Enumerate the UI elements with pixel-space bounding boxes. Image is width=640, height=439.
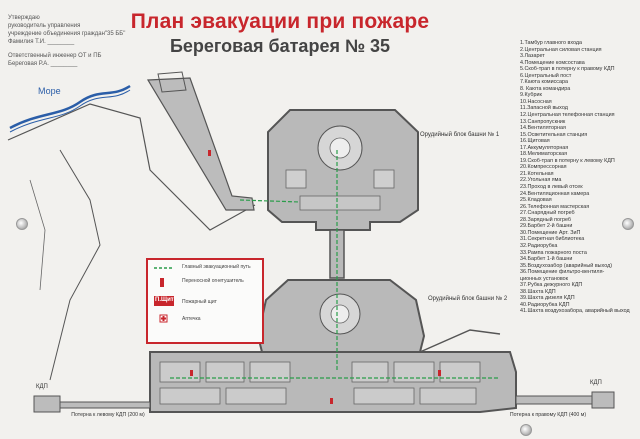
approval-header: Утверждаю руководитель управления учрежд… (8, 14, 125, 68)
legend-item: 30.Помещение Арт. ЗиП (520, 229, 581, 236)
legend-item: 24.Вентиляционная камера (520, 190, 590, 197)
legend-item: 17.Аккумуляторная (520, 144, 569, 151)
legend-item: 15.Осветительная станция (520, 131, 588, 138)
legend-item: 16.Щитовая (520, 138, 550, 145)
block-2-label: Орудийный блок башни № 2 (428, 296, 508, 302)
header-line: Фамилия Т.И. ________ (8, 39, 75, 45)
tunnel-left-label: Потерна к левому КДП (200 м) (71, 412, 145, 418)
header-line: Береговая Р.А. ________ (8, 61, 78, 67)
legend-item: 10.Насосная (520, 98, 552, 105)
legend-item: 22.Угольная яма (520, 177, 562, 184)
legend-item: 35.Воздухозабор (аварийный выход) (520, 262, 613, 269)
header-line: учреждение объединения граждан"35 ББ" (8, 31, 126, 37)
legend-item: 26.Телефонная мастерская (520, 203, 590, 210)
tunnel-right-label: Потерна к правому КДП (400 м) (509, 412, 587, 418)
legend-item: 11.Запасной выход (520, 105, 568, 112)
sea-shoreline (9, 84, 131, 130)
key-first-aid: Аптечка (182, 316, 201, 322)
legend-item: 31.Секретная библиотека (520, 236, 585, 243)
legend-item: 25.Кладовая (520, 197, 552, 204)
symbol-legend: П.Щит Главный эвакуационный путь Перенос… (146, 258, 264, 344)
legend-item: 33.Рампа пожарного поста (520, 249, 587, 256)
plan-subtitle: Береговая батарея № 35 (169, 36, 391, 56)
legend-item: ционных установок (520, 275, 568, 282)
legend-item: 8. Каюта командира (520, 85, 571, 92)
legend-item: 38.Шахта КДП (520, 288, 556, 295)
kdp-right-label: КДП (590, 380, 602, 386)
legend-item: 27.Снарядный погреб (520, 210, 575, 217)
header-line: Утверждаю (8, 15, 40, 21)
legend-item: 6.Центральный пост (520, 72, 572, 79)
key-shield: Пожарный щит (182, 299, 217, 305)
legend-item: 39.Шахта дизеля КДП (520, 295, 575, 302)
extinguisher-icon (160, 278, 164, 287)
header-line: Ответственный инженер ОТ и ПБ (8, 53, 102, 59)
legend-item: 41.Шахта воздухозабора, аварийный выход (520, 308, 630, 315)
fire-shield-icon (154, 296, 174, 306)
legend-item: 3.Лазарет (520, 53, 545, 60)
mounting-screw (622, 218, 634, 230)
shield-symbol: П.Щит (155, 297, 174, 303)
legend-item: 13.Санпропускник (520, 118, 566, 125)
legend-item: 29.Барбет 2-й башни (520, 223, 573, 230)
header-line: руководитель управления (8, 23, 81, 29)
legend-item: 9.Кубрик (520, 92, 542, 99)
legend-item: 14.Вентиляторная (520, 125, 566, 132)
mounting-screw (520, 424, 532, 436)
legend-item: 2.Центральная силовая станция (520, 46, 602, 53)
mounting-screw (16, 218, 28, 230)
legend-item: 4.Помещение комсостава (520, 59, 585, 66)
key-extinguisher: Переносной огнетушитель (182, 278, 244, 284)
legend-item: 32.Радиорубка (520, 242, 558, 249)
legend-item: 7.Каюта комиссара (520, 79, 568, 86)
legend-item: 23.Проход в левый отсек (520, 184, 583, 191)
sea-label: Море (38, 86, 61, 96)
plan-title: План эвакуации при пожаре (130, 10, 430, 33)
legend-item: 21.Котельная (520, 170, 554, 177)
legend-item: 34.Барбет 1-й башни (520, 256, 573, 263)
legend-item: 40.Радиорубка КДП (520, 301, 570, 308)
legend-item: 20.Компрессорная (520, 164, 567, 171)
legend-item: 36.Помещение фильтро-вентиля- (520, 269, 605, 276)
key-route: Главный эвакуационный путь (182, 264, 251, 270)
legend-item: 5.Скоб-трап в потерну к правому КДП (520, 66, 615, 73)
legend-item: 37.Рубка дежурного КДП (520, 282, 583, 289)
legend-item: 12.Центральная телефонная станция (520, 112, 615, 119)
legend-item: 18.Мелиматорская (520, 151, 568, 158)
block-1-label: Орудийный блок башни № 1 (420, 132, 500, 138)
kdp-left-label: КДП (36, 384, 48, 390)
legend-item: 1.Тамбур главного входа (520, 40, 582, 46)
legend-item: 19.Скоб-трап в потерну к левому КДП (520, 157, 615, 164)
legend-item: 28.Зарядный погреб (520, 216, 572, 223)
